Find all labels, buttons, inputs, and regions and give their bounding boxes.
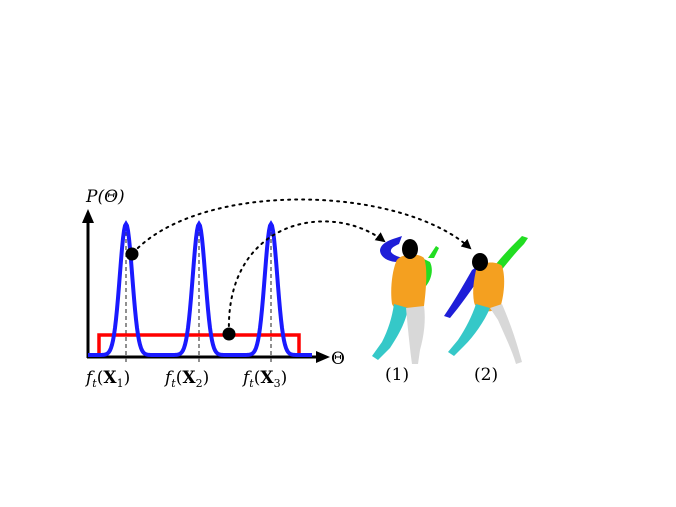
figure-1-torso	[391, 254, 427, 312]
uniform-distribution-curve	[88, 333, 312, 357]
sample-arrow-to-figure-1	[227, 220, 386, 334]
tick-label-2: ft(X2)	[163, 368, 209, 390]
figure-1-label: (1)	[385, 365, 409, 385]
svg-text:ft(X2): ft(X2)	[163, 368, 209, 390]
figure-2-left-arm	[444, 266, 478, 318]
figure-2-head	[472, 253, 488, 271]
figure-2-torso	[473, 262, 505, 312]
x-axis-label: Θ	[331, 349, 345, 369]
figure-2-right-arm	[496, 236, 528, 272]
figure-1-left-arm	[380, 236, 403, 262]
peaked-distribution-curve	[88, 220, 312, 357]
figure-1-right-leg	[406, 306, 425, 364]
y-axis-label: P(Θ)	[85, 187, 125, 207]
figure-1-head	[402, 239, 418, 259]
x-axis-arrow	[316, 351, 330, 363]
tick-label-1: ft(X1)	[84, 368, 130, 390]
figure-2-right-leg	[490, 304, 522, 364]
human-pose-figure-1	[372, 236, 439, 364]
sample-point-peak	[125, 247, 139, 261]
svg-text:ft(X3): ft(X3)	[241, 368, 287, 390]
figure-1-left-leg	[372, 304, 408, 360]
svg-text:ft(X1): ft(X1)	[84, 368, 130, 390]
tick-label-3: ft(X3)	[241, 368, 287, 390]
human-pose-figure-2	[444, 236, 528, 364]
figure-2-left-leg	[448, 304, 490, 356]
sample-point-uniform	[222, 327, 236, 341]
y-axis-arrow	[82, 209, 94, 223]
peak-center-lines	[125, 232, 272, 363]
axes: P(Θ) Θ	[82, 187, 345, 369]
sample-arrow-to-figure-2	[132, 198, 472, 254]
figure-2-label: (2)	[474, 365, 498, 385]
